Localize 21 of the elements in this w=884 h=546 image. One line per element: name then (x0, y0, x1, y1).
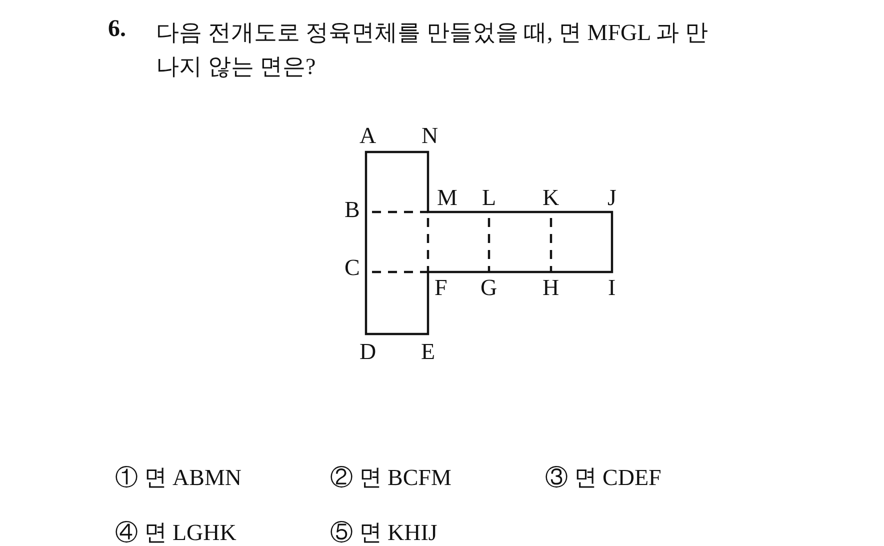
question-text: 다음 전개도로 정육면체를 만들었을 때, 면 MFGL 과 만나지 않는 면은? (156, 19, 709, 81)
vertex-label: L (482, 184, 496, 212)
vertex-label: G (480, 274, 498, 302)
vertex-label: N (422, 122, 438, 150)
vertex-label: C (344, 254, 360, 282)
vertex-label: D (360, 338, 376, 366)
answer-option: ③ 면 CDEF (545, 463, 662, 493)
question-number: 6. (108, 16, 126, 43)
vertex-label: E (421, 338, 436, 366)
vertex-label: B (344, 196, 360, 224)
answer-option: ① 면 ABMN (115, 463, 242, 493)
vertex-label: H (542, 274, 560, 302)
answer-option: ② 면 BCFM (330, 463, 452, 493)
vertex-label: F (434, 274, 448, 302)
vertex-label: K (542, 184, 560, 212)
vertex-label: J (608, 184, 616, 212)
vertex-label: A (360, 122, 376, 150)
answer-option: ⑤ 면 KHIJ (330, 518, 438, 546)
vertex-label: M (437, 184, 458, 212)
vertex-label: I (608, 274, 616, 302)
answer-option: ④ 면 LGHK (115, 518, 236, 546)
